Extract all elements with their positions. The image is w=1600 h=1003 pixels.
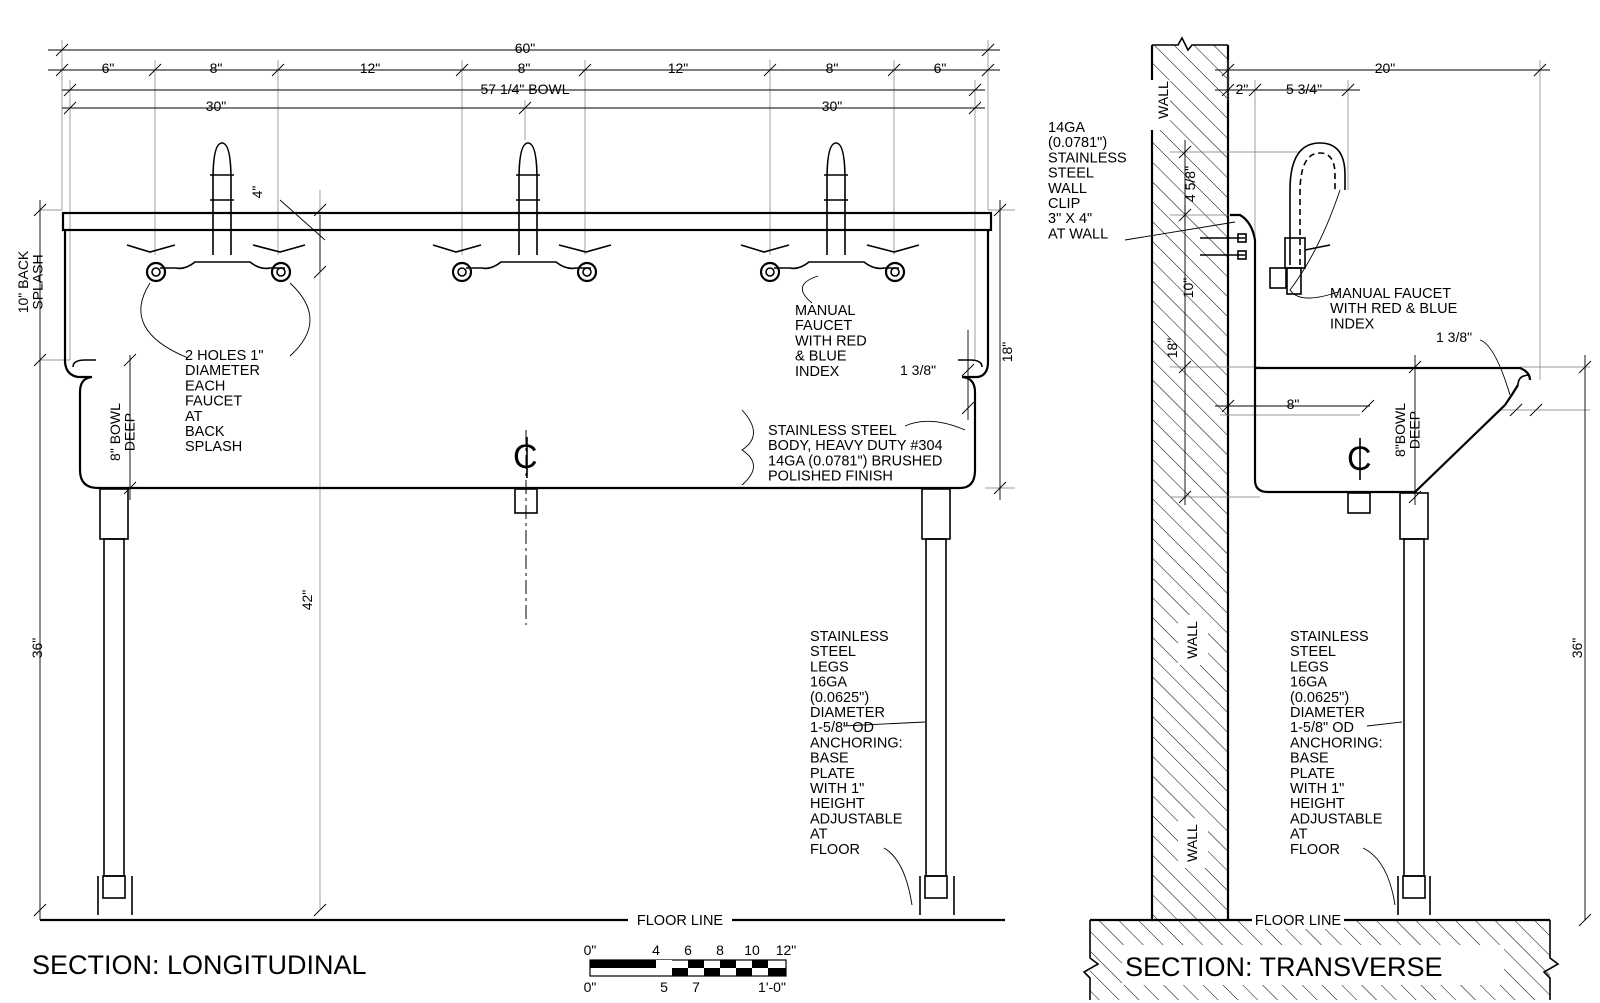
wall-clip <box>1200 213 1257 368</box>
trans-extension-lines <box>1170 60 1590 498</box>
dim-6-right: 6" <box>934 60 947 76</box>
dim-6-left: 6" <box>102 60 115 76</box>
faucet-trans <box>1269 142 1346 295</box>
dim-8-trans: 8" <box>1287 396 1300 412</box>
transverse-section: WALL WALL WALL FLOOR LINE <box>1048 36 1592 1000</box>
dim-bowl-deep-trans: 8"BOWLDEEP <box>1392 403 1423 457</box>
dim-4: 4" <box>249 186 265 199</box>
dim-bowl-width: 57 1/4" BOWL <box>480 81 569 97</box>
dim-18: 18" <box>999 342 1015 363</box>
dim-4-5-8: 4 5/8" <box>1182 166 1198 202</box>
scale-top-10: 10 <box>744 942 760 958</box>
dim-12-b: 12" <box>668 60 689 76</box>
longitudinal-section: 60" 6" 8" 12" 8" 12" 8" 6" 57 1/4" BOWL … <box>15 40 1015 995</box>
dim-18-trans: 18" <box>1164 338 1180 359</box>
scale-bottom-5: 5 <box>660 979 668 995</box>
dim-42: 42" <box>299 590 315 611</box>
leaders-long <box>140 199 966 906</box>
scale-top-4: 4 <box>652 942 660 958</box>
dimension-lines <box>39 49 1001 920</box>
floor-slab: FLOOR LINE <box>1082 911 1560 1000</box>
floor-line-label-bg <box>628 910 732 928</box>
dim-1-3-8-left: 1 3/8" <box>900 362 936 378</box>
drain <box>514 430 538 625</box>
sink-body <box>61 211 993 490</box>
leaders-trans <box>1124 189 1511 906</box>
faucet-center <box>432 142 612 283</box>
wall-label-bottom: WALL <box>1184 824 1200 862</box>
dimension-ticks <box>33 43 1007 917</box>
leg-left <box>97 488 133 915</box>
dim-8-b: 8" <box>518 60 531 76</box>
wall: WALL WALL WALL <box>1140 36 1230 920</box>
dim-back-splash: 10" BACKSPLASH <box>15 250 46 313</box>
wall-label-top: WALL <box>1155 81 1171 119</box>
dim-20: 20" <box>1375 60 1396 76</box>
dim-36-left: 36" <box>29 638 45 659</box>
dim-2: 2" <box>1236 81 1249 97</box>
dim-36-trans: 36" <box>1569 638 1585 659</box>
title-transverse: SECTION: TRANSVERSE <box>1125 952 1443 982</box>
dim-10: 10" <box>1180 278 1196 299</box>
faucet-left <box>126 142 306 283</box>
scale-bottom-0: 0" <box>584 979 597 995</box>
dim-bowl-deep: 8" BOWLDEEP <box>107 403 138 461</box>
dim-60: 60" <box>515 40 536 56</box>
scale-bottom-7: 7 <box>692 979 700 995</box>
centerline-symbol-long: C <box>513 437 538 478</box>
faucet-right <box>740 142 920 283</box>
dim-30-right: 30" <box>822 98 843 114</box>
centerline-mark: C <box>513 438 538 476</box>
scale-top-0: 0" <box>584 942 597 958</box>
dim-8-c: 8" <box>826 60 839 76</box>
scale-bar: 0" 4 6 8 10 12" 0" 5 7 1'-0" <box>584 942 797 995</box>
title-longitudinal: SECTION: LONGITUDINAL <box>32 950 367 980</box>
dim-5-3-4: 5 3/4" <box>1286 81 1322 97</box>
scale-top-12: 12" <box>776 942 797 958</box>
floor-line-label-left: FLOOR LINE <box>637 913 724 929</box>
trans-dimension-lines <box>1184 69 1586 920</box>
scale-top-6: 6 <box>684 942 692 958</box>
dim-12-a: 12" <box>360 60 381 76</box>
dim-8-a: 8" <box>210 60 223 76</box>
scale-bottom-1ft: 1'-0" <box>758 979 786 995</box>
wall-label-mid: WALL <box>1184 621 1200 659</box>
leg-trans <box>1397 492 1431 915</box>
leg-right <box>919 488 955 915</box>
floor-line-label-right: FLOOR LINE <box>1255 913 1342 929</box>
extension-lines <box>40 40 1015 910</box>
drain-trans: C <box>1347 438 1372 514</box>
scale-top-8: 8 <box>716 942 724 958</box>
sink-body-trans <box>1253 366 1532 494</box>
dim-30-left: 30" <box>206 98 227 114</box>
dim-1-3-8-trans: 1 3/8" <box>1436 329 1472 345</box>
trans-dimension-ticks <box>1178 63 1592 927</box>
